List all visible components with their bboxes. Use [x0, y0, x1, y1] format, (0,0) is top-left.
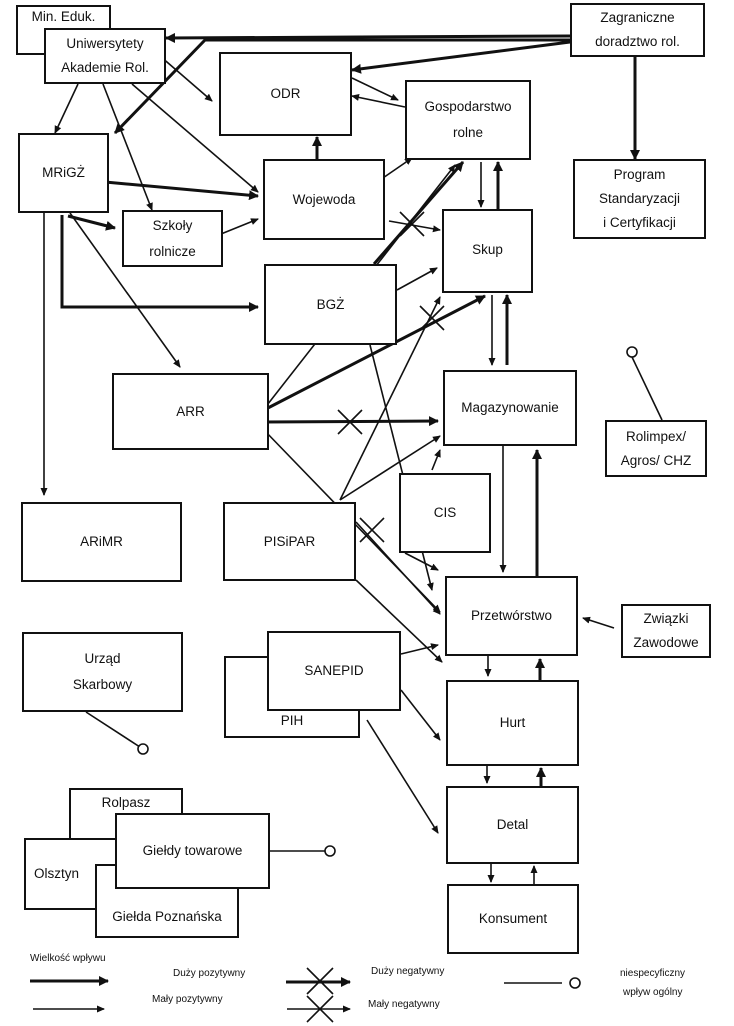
legend-small-negative: Mały negatywny: [368, 999, 440, 1010]
edge-odr-to-gospodarstwo: [351, 77, 399, 101]
legend-nonspecific-2: wpływ ogólny: [623, 987, 683, 998]
edge-sanepid-to-przetworstwo: [400, 643, 439, 655]
edge-rolimpex-nonspecific: [631, 356, 663, 421]
legend-nonspecific-1: niespecyficzny: [620, 968, 686, 979]
edge-mrigz-to-wojewoda: [104, 180, 259, 201]
edge-pisipar-to-skup: [339, 296, 441, 501]
nonspecific-influence-circle-icon: [626, 346, 638, 358]
node-sanepid: SANEPID: [267, 631, 401, 711]
node-gieldy: Giełdy towarowe: [115, 813, 270, 889]
node-odr: ODR: [219, 52, 352, 136]
edge-bgz-to-przetworstwo: [369, 344, 434, 591]
negative-cross-icon: [306, 967, 334, 995]
edge-mrigz-to-bgz: [60, 215, 259, 312]
edge-uniwersytety-to-mrigz: [54, 83, 79, 134]
node-zagraniczne: Zagraniczne doradztwo rol.: [570, 3, 705, 57]
legend-large-negative: Duży negatywny: [371, 966, 445, 977]
edge-sanepid-to-detal: [366, 719, 439, 834]
edge-cis-to-magazynowanie: [431, 449, 441, 471]
node-detal: Detal: [446, 786, 579, 864]
nonspecific-influence-circle-icon: [569, 977, 581, 989]
edge-gospodarstwo-to-odr: [351, 93, 406, 108]
node-konsument: Konsument: [447, 884, 579, 954]
edge-uniwersytety-to-szkoly: [102, 83, 153, 211]
edge-sanepid-to-hurt: [400, 689, 441, 741]
node-arimr: ARiMR: [21, 502, 182, 582]
edge-mrigz-to-szkoly: [67, 214, 116, 231]
node-wojewoda: Wojewoda: [263, 159, 385, 240]
legend-title: Wielkość wpływu: [30, 953, 106, 964]
edge-wojewoda-to-gospodarstwo: [379, 157, 413, 181]
edge-urzad-nonspecific: [85, 711, 144, 750]
node-urzad: Urząd Skarbowy: [22, 632, 183, 712]
edge-uniwersytety-to-odr: [159, 55, 213, 102]
nonspecific-influence-circle-icon: [137, 743, 149, 755]
negative-cross-icon: [359, 517, 385, 543]
node-magazynowanie: Magazynowanie: [443, 370, 577, 446]
node-gospodarstwo: Gospodarstwo rolne: [405, 80, 531, 160]
node-skup: Skup: [442, 209, 533, 293]
negative-cross-icon: [399, 211, 425, 237]
node-szkoly: Szkoły rolnicze: [122, 210, 223, 267]
edge-zagraniczne-to-uniwersytety: [165, 32, 571, 43]
negative-cross-icon: [306, 995, 334, 1023]
legend-large-positive: Duży pozytywny: [173, 968, 246, 979]
node-zwiazki: Związki Zawodowe: [621, 604, 711, 658]
edge-bgz-to-skup: [396, 267, 438, 291]
edge-szkoly-to-wojewoda: [220, 218, 259, 235]
edge-uniwersytety-to-wojewoda: [131, 83, 259, 193]
node-uniwersytety: Uniwersytety Akademie Rol.: [44, 28, 166, 84]
edges-layer: [30, 32, 663, 1023]
node-pisipar: PISiPAR: [223, 502, 356, 581]
edge-arr-to-skup: [263, 294, 486, 412]
node-mrigz: MRiGŻ: [18, 133, 109, 213]
node-bgz: BGŻ: [264, 264, 397, 345]
edge-zwiazki-to-przetworstwo: [582, 616, 615, 629]
negative-cross-icon: [419, 305, 445, 331]
node-arr: ARR: [112, 373, 269, 450]
edge-pisipar-to-przetworstwo: [355, 521, 441, 615]
edge-zagraniczne-to-mrigz: [113, 38, 570, 135]
edge-pisipar-to-magazynowanie: [339, 435, 441, 501]
edge-bgz-to-gospodarstwo: [372, 161, 465, 265]
node-cis: CIS: [399, 473, 491, 553]
node-przetworstwo: Przetwórstwo: [445, 576, 578, 656]
node-program: Program Standaryzacji i Certyfikacji: [573, 159, 706, 239]
negative-cross-icon: [337, 409, 363, 435]
nonspecific-influence-circle-icon: [324, 845, 336, 857]
legend-small-positive: Mały pozytywny: [152, 994, 223, 1005]
edge-cis-to-przetworstwo: [404, 552, 439, 571]
edge-zagraniczne-to-odr: [351, 40, 571, 74]
node-hurt: Hurt: [446, 680, 579, 766]
node-rolimpex: Rolimpex/ Agros/ CHZ: [605, 420, 707, 477]
edge-mrigz-to-arr: [69, 212, 181, 368]
